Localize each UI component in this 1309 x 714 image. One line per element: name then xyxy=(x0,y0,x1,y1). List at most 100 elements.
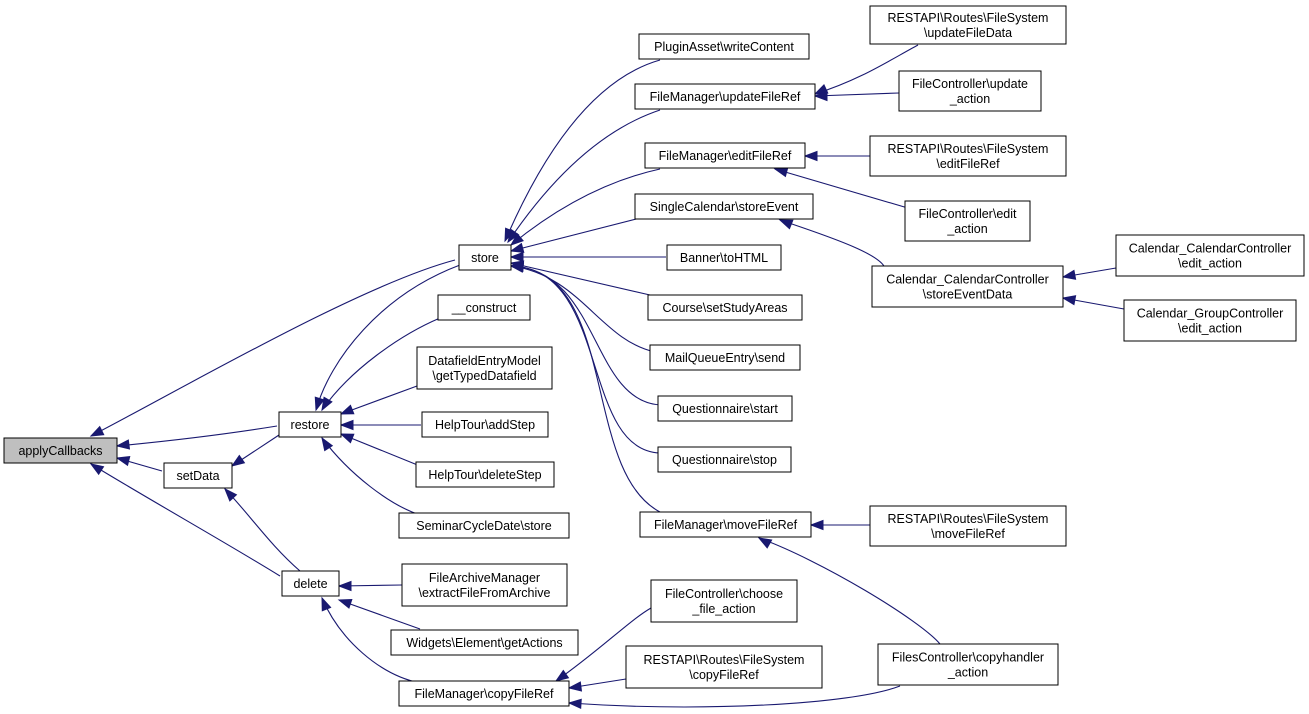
node-questionnaire-start[interactable]: Questionnaire\start xyxy=(657,395,793,422)
node-box xyxy=(1115,234,1305,277)
node-restapi-copy-file-ref[interactable]: RESTAPI\Routes\FileSystem\copyFileRef xyxy=(625,645,823,689)
node-help-tour-add-step[interactable]: HelpTour\addStep xyxy=(421,411,549,438)
node-banner-to-html[interactable]: Banner\toHTML xyxy=(666,244,782,271)
edge-store-mailQueueEntrySend xyxy=(509,262,656,353)
node-widgets-element-get-actions[interactable]: Widgets\Element\getActions xyxy=(390,629,579,656)
edge-line xyxy=(758,537,941,645)
arrowhead-icon xyxy=(230,454,246,467)
node-label: delete xyxy=(293,577,327,591)
edge-line xyxy=(510,262,651,296)
node-cal-group-edit-action[interactable]: Calendar_GroupController\edit_action xyxy=(1123,299,1297,342)
node-box xyxy=(398,512,570,539)
node-apply-callbacks[interactable]: applyCallbacks xyxy=(3,437,118,464)
node-restapi-update-file-data[interactable]: RESTAPI\Routes\FileSystem\updateFileData xyxy=(869,5,1067,45)
arrowhead-icon xyxy=(554,669,570,682)
node-cal-cal-store-event-data[interactable]: Calendar_CalendarController\storeEventDa… xyxy=(871,265,1064,308)
node-box xyxy=(898,70,1042,112)
node-files-controller-copyhandler[interactable]: FilesController\copyhandler_action xyxy=(877,643,1059,686)
node-label: HelpTour\addStep xyxy=(435,418,535,432)
node-box xyxy=(638,33,810,60)
edge-applyCallbacks-store xyxy=(89,259,456,437)
node-label: RESTAPI\Routes\FileSystem xyxy=(888,142,1049,156)
edge-line xyxy=(510,265,661,513)
node-plugin-asset-write-content[interactable]: PluginAsset\writeContent xyxy=(638,33,810,60)
node-questionnaire-stop[interactable]: Questionnaire\stop xyxy=(657,446,792,473)
arrowhead-icon xyxy=(567,681,583,692)
edge-store-courseSetStudyAreas xyxy=(509,260,651,296)
arrowhead-icon xyxy=(321,436,334,452)
node-label: FileController\choose xyxy=(665,587,783,601)
edge-restore-datafieldEntryModel xyxy=(339,385,418,415)
node-box xyxy=(401,563,568,607)
edge-line xyxy=(315,264,461,411)
node-box xyxy=(666,244,782,271)
node-set-data[interactable]: setData xyxy=(163,462,233,489)
node-box xyxy=(869,505,1067,547)
arrowhead-icon xyxy=(314,396,325,412)
node-fc-update-action[interactable]: FileController\update_action xyxy=(898,70,1042,112)
node-restore[interactable]: restore xyxy=(278,411,342,438)
node-label: _file_action xyxy=(691,602,755,616)
node-mail-queue-entry-send[interactable]: MailQueueEntry\send xyxy=(649,344,801,371)
node-label: SeminarCycleDate\store xyxy=(416,519,552,533)
node-store[interactable]: store xyxy=(458,244,512,271)
node-label: \getTypedDatafield xyxy=(432,369,536,383)
node-label: PluginAsset\writeContent xyxy=(654,40,794,54)
arrowhead-icon xyxy=(337,598,353,609)
node-fm-edit-file-ref[interactable]: FileManager\editFileRef xyxy=(644,142,806,169)
arrowhead-icon xyxy=(339,404,355,415)
edge-line xyxy=(224,488,301,572)
node-course-set-study-areas[interactable]: Course\setStudyAreas xyxy=(647,294,803,321)
edge-setData-delete xyxy=(224,487,301,572)
node-box xyxy=(647,294,803,321)
edges-layer xyxy=(89,44,1125,709)
edge-restore-seminarCycleDateStore xyxy=(321,436,421,516)
node-delete[interactable]: delete xyxy=(281,570,340,597)
arrowhead-icon xyxy=(809,519,824,531)
node-cal-cal-edit-action[interactable]: Calendar_CalendarController\edit_action xyxy=(1115,234,1305,277)
node-help-tour-delete-step[interactable]: HelpTour\deleteStep xyxy=(415,461,555,488)
node-fc-choose-file-action[interactable]: FileController\choose_file_action xyxy=(650,579,798,623)
node-fm-copy-file-ref[interactable]: FileManager\copyFileRef xyxy=(398,680,570,707)
edge-calCalStoreEventData-calCalEditAction xyxy=(1061,267,1117,280)
node-fm-move-file-ref[interactable]: FileManager\moveFileRef xyxy=(639,511,812,538)
node-single-calendar-store-event[interactable]: SingleCalendar\storeEvent xyxy=(634,193,814,220)
edge-line xyxy=(814,44,919,95)
node-label: \storeEventData xyxy=(923,288,1013,302)
node-restapi-edit-file-ref[interactable]: RESTAPI\Routes\FileSystem\editFileRef xyxy=(869,135,1067,177)
edge-fmMoveFileRef-filesControllerCopyhandler xyxy=(757,537,941,645)
node-file-archive-manager[interactable]: FileArchiveManager\extractFileFromArchiv… xyxy=(401,563,568,607)
node-datafield-entry-model[interactable]: DatafieldEntryModel\getTypedDatafield xyxy=(416,346,553,390)
node-label: RESTAPI\Routes\FileSystem xyxy=(644,653,805,667)
node-label: SingleCalendar\storeEvent xyxy=(650,200,799,214)
node-label: Questionnaire\stop xyxy=(672,453,777,467)
arrowhead-icon xyxy=(321,396,333,412)
edge-store-singleCalendarStoreEvent xyxy=(509,217,641,253)
edge-line xyxy=(338,599,421,630)
node-label: applyCallbacks xyxy=(18,444,102,458)
node-fc-edit-action[interactable]: FileController\edit_action xyxy=(904,200,1031,242)
node-label: setData xyxy=(176,469,219,483)
node-box xyxy=(869,5,1067,45)
node-construct[interactable]: __construct xyxy=(437,294,531,321)
edge-line xyxy=(90,463,281,577)
edge-delete-fileArchiveManager xyxy=(337,580,403,592)
edge-line xyxy=(510,265,656,353)
node-label: HelpTour\deleteStep xyxy=(428,468,541,482)
edge-line xyxy=(779,219,886,269)
edge-line xyxy=(340,433,421,467)
node-box xyxy=(163,462,233,489)
node-label: \moveFileRef xyxy=(931,527,1005,541)
node-label: FileArchiveManager xyxy=(429,571,540,585)
node-seminar-cycle-date-store[interactable]: SeminarCycleDate\store xyxy=(398,512,570,539)
node-fm-update-file-ref[interactable]: FileManager\updateFileRef xyxy=(634,83,816,110)
node-label: Calendar_CalendarController xyxy=(1129,242,1292,256)
edge-fmCopyFileRef-fcChooseFileAction xyxy=(554,607,652,682)
node-box xyxy=(625,645,823,689)
node-label: \editFileRef xyxy=(936,157,1000,171)
node-restapi-move-file-ref[interactable]: RESTAPI\Routes\FileSystem\moveFileRef xyxy=(869,505,1067,547)
edge-store-fmEditFileRef xyxy=(509,168,661,246)
node-label: FileManager\moveFileRef xyxy=(654,518,798,532)
edge-line xyxy=(90,259,456,437)
